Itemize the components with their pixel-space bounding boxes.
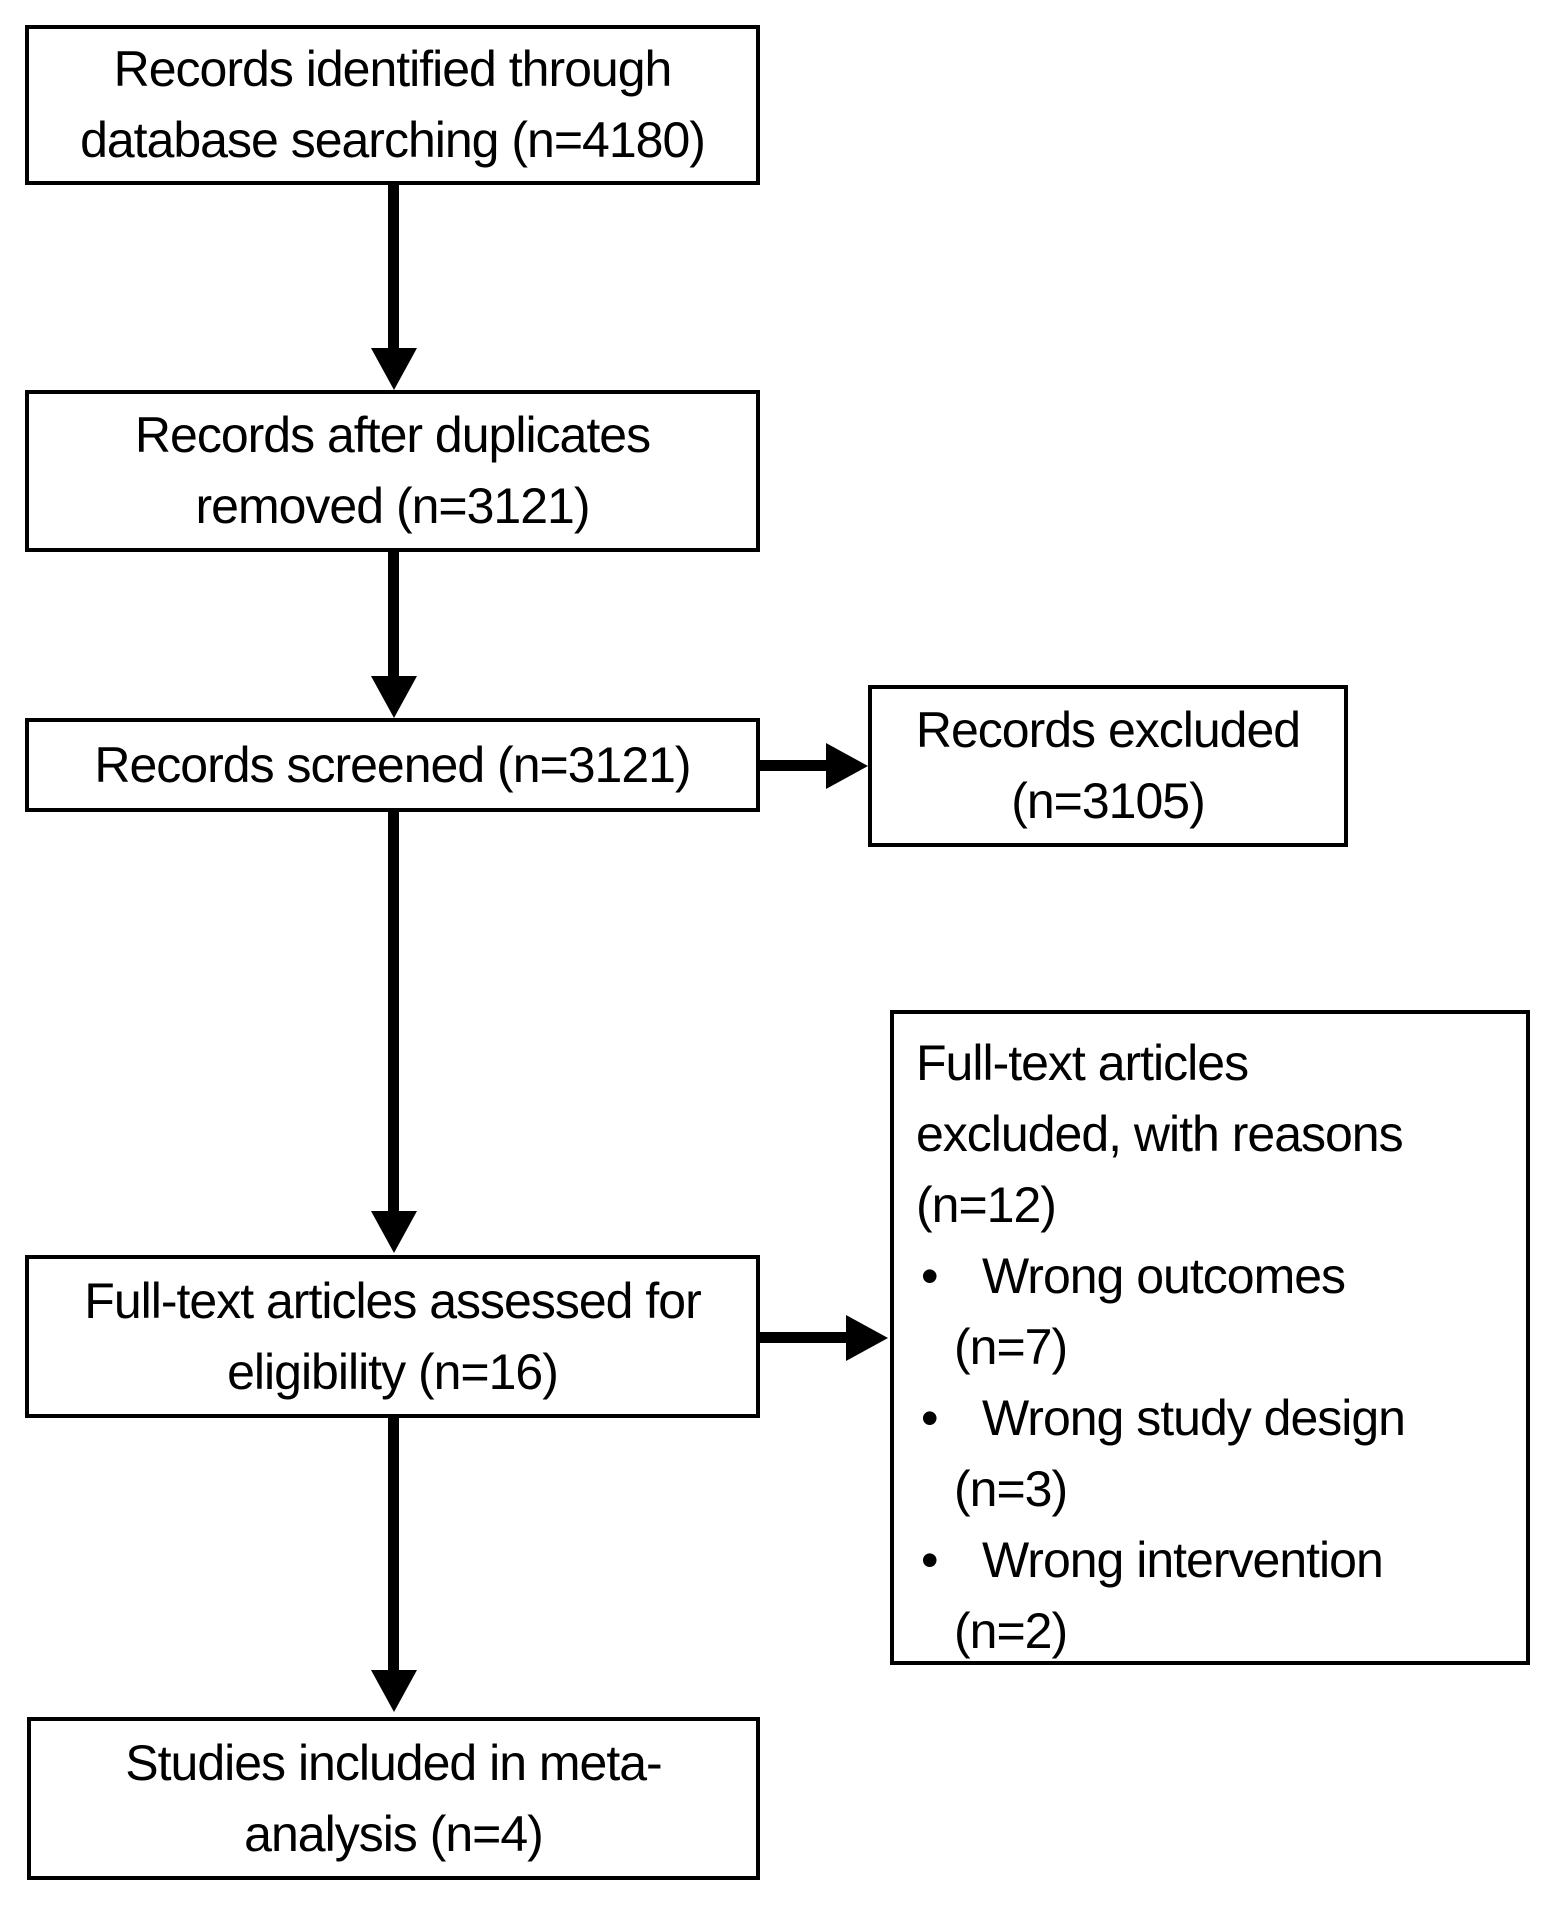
exclusion-reason-body: Wrong outcomes (n=7) bbox=[954, 1241, 1346, 1383]
exclusion-reason-body: Wrong study design (n=3) bbox=[954, 1383, 1406, 1525]
fulltext-excluded-heading-line2: excluded, with reasons bbox=[916, 1106, 1404, 1162]
box-duplicates-removed-line1: Records after duplicates bbox=[134, 407, 651, 463]
bullet-icon: • bbox=[921, 1390, 939, 1446]
box-studies-included-line2: analysis (n=4) bbox=[244, 1805, 544, 1862]
arrow-deduplicated-to-screened bbox=[388, 552, 399, 678]
exclusion-reason-item: • Wrong intervention (n=2) bbox=[916, 1525, 1384, 1667]
box-duplicates-removed-line2: removed (n=3121) bbox=[195, 478, 591, 534]
box-records-screened-line1: Records screened (n=3121) bbox=[94, 736, 691, 793]
arrow-fulltext-to-reasons bbox=[760, 1332, 848, 1343]
box-studies-included-line1: Studies included in meta- bbox=[125, 1734, 662, 1791]
arrow-identified-to-deduplicated bbox=[388, 185, 399, 350]
fulltext-excluded-heading-line3: (n=12) bbox=[916, 1177, 1057, 1233]
box-duplicates-removed: Records after duplicates removed (n=3121… bbox=[25, 390, 760, 552]
box-fulltext-assessed: Full-text articles assessed for eligibil… bbox=[25, 1255, 760, 1418]
box-records-excluded-line2: (n=3105) bbox=[1011, 773, 1206, 829]
exclusion-reason-count: (n=2) bbox=[954, 1603, 1068, 1659]
box-records-identified-line1: Records identified through bbox=[113, 41, 673, 97]
box-records-identified-line2: database searching (n=4180) bbox=[80, 112, 706, 168]
exclusion-reason-item: • Wrong outcomes (n=7) bbox=[916, 1241, 1346, 1383]
fulltext-excluded-heading: Full-text articles excluded, with reason… bbox=[916, 1028, 1404, 1241]
box-studies-included: Studies included in meta- analysis (n=4) bbox=[27, 1717, 760, 1880]
exclusion-reason-count: (n=7) bbox=[954, 1319, 1068, 1375]
box-fulltext-assessed-line2: eligibility (n=16) bbox=[227, 1343, 559, 1400]
box-fulltext-excluded-reasons: Full-text articles excluded, with reason… bbox=[890, 1010, 1530, 1665]
arrow-screened-to-fulltext bbox=[388, 812, 399, 1213]
exclusion-reason-count: (n=3) bbox=[954, 1461, 1068, 1517]
box-records-screened: Records screened (n=3121) bbox=[25, 718, 760, 812]
exclusion-reason-text: Wrong study design bbox=[982, 1390, 1406, 1446]
exclusion-reason-item: • Wrong study design (n=3) bbox=[916, 1383, 1406, 1525]
arrow-fulltext-to-included bbox=[388, 1418, 399, 1672]
fulltext-excluded-heading-line1: Full-text articles bbox=[916, 1035, 1249, 1091]
box-records-excluded-line1: Records excluded bbox=[915, 702, 1301, 758]
exclusion-reason-text: Wrong outcomes bbox=[982, 1248, 1346, 1304]
exclusion-reason-text: Wrong intervention bbox=[982, 1532, 1384, 1588]
exclusion-reason-body: Wrong intervention (n=2) bbox=[954, 1525, 1384, 1667]
bullet-icon: • bbox=[921, 1532, 939, 1588]
arrow-screened-to-excluded bbox=[760, 760, 828, 771]
box-fulltext-assessed-line1: Full-text articles assessed for bbox=[84, 1272, 701, 1329]
bullet-icon: • bbox=[921, 1248, 939, 1304]
box-records-excluded: Records excluded (n=3105) bbox=[868, 685, 1348, 847]
box-records-identified: Records identified through database sear… bbox=[25, 25, 760, 185]
